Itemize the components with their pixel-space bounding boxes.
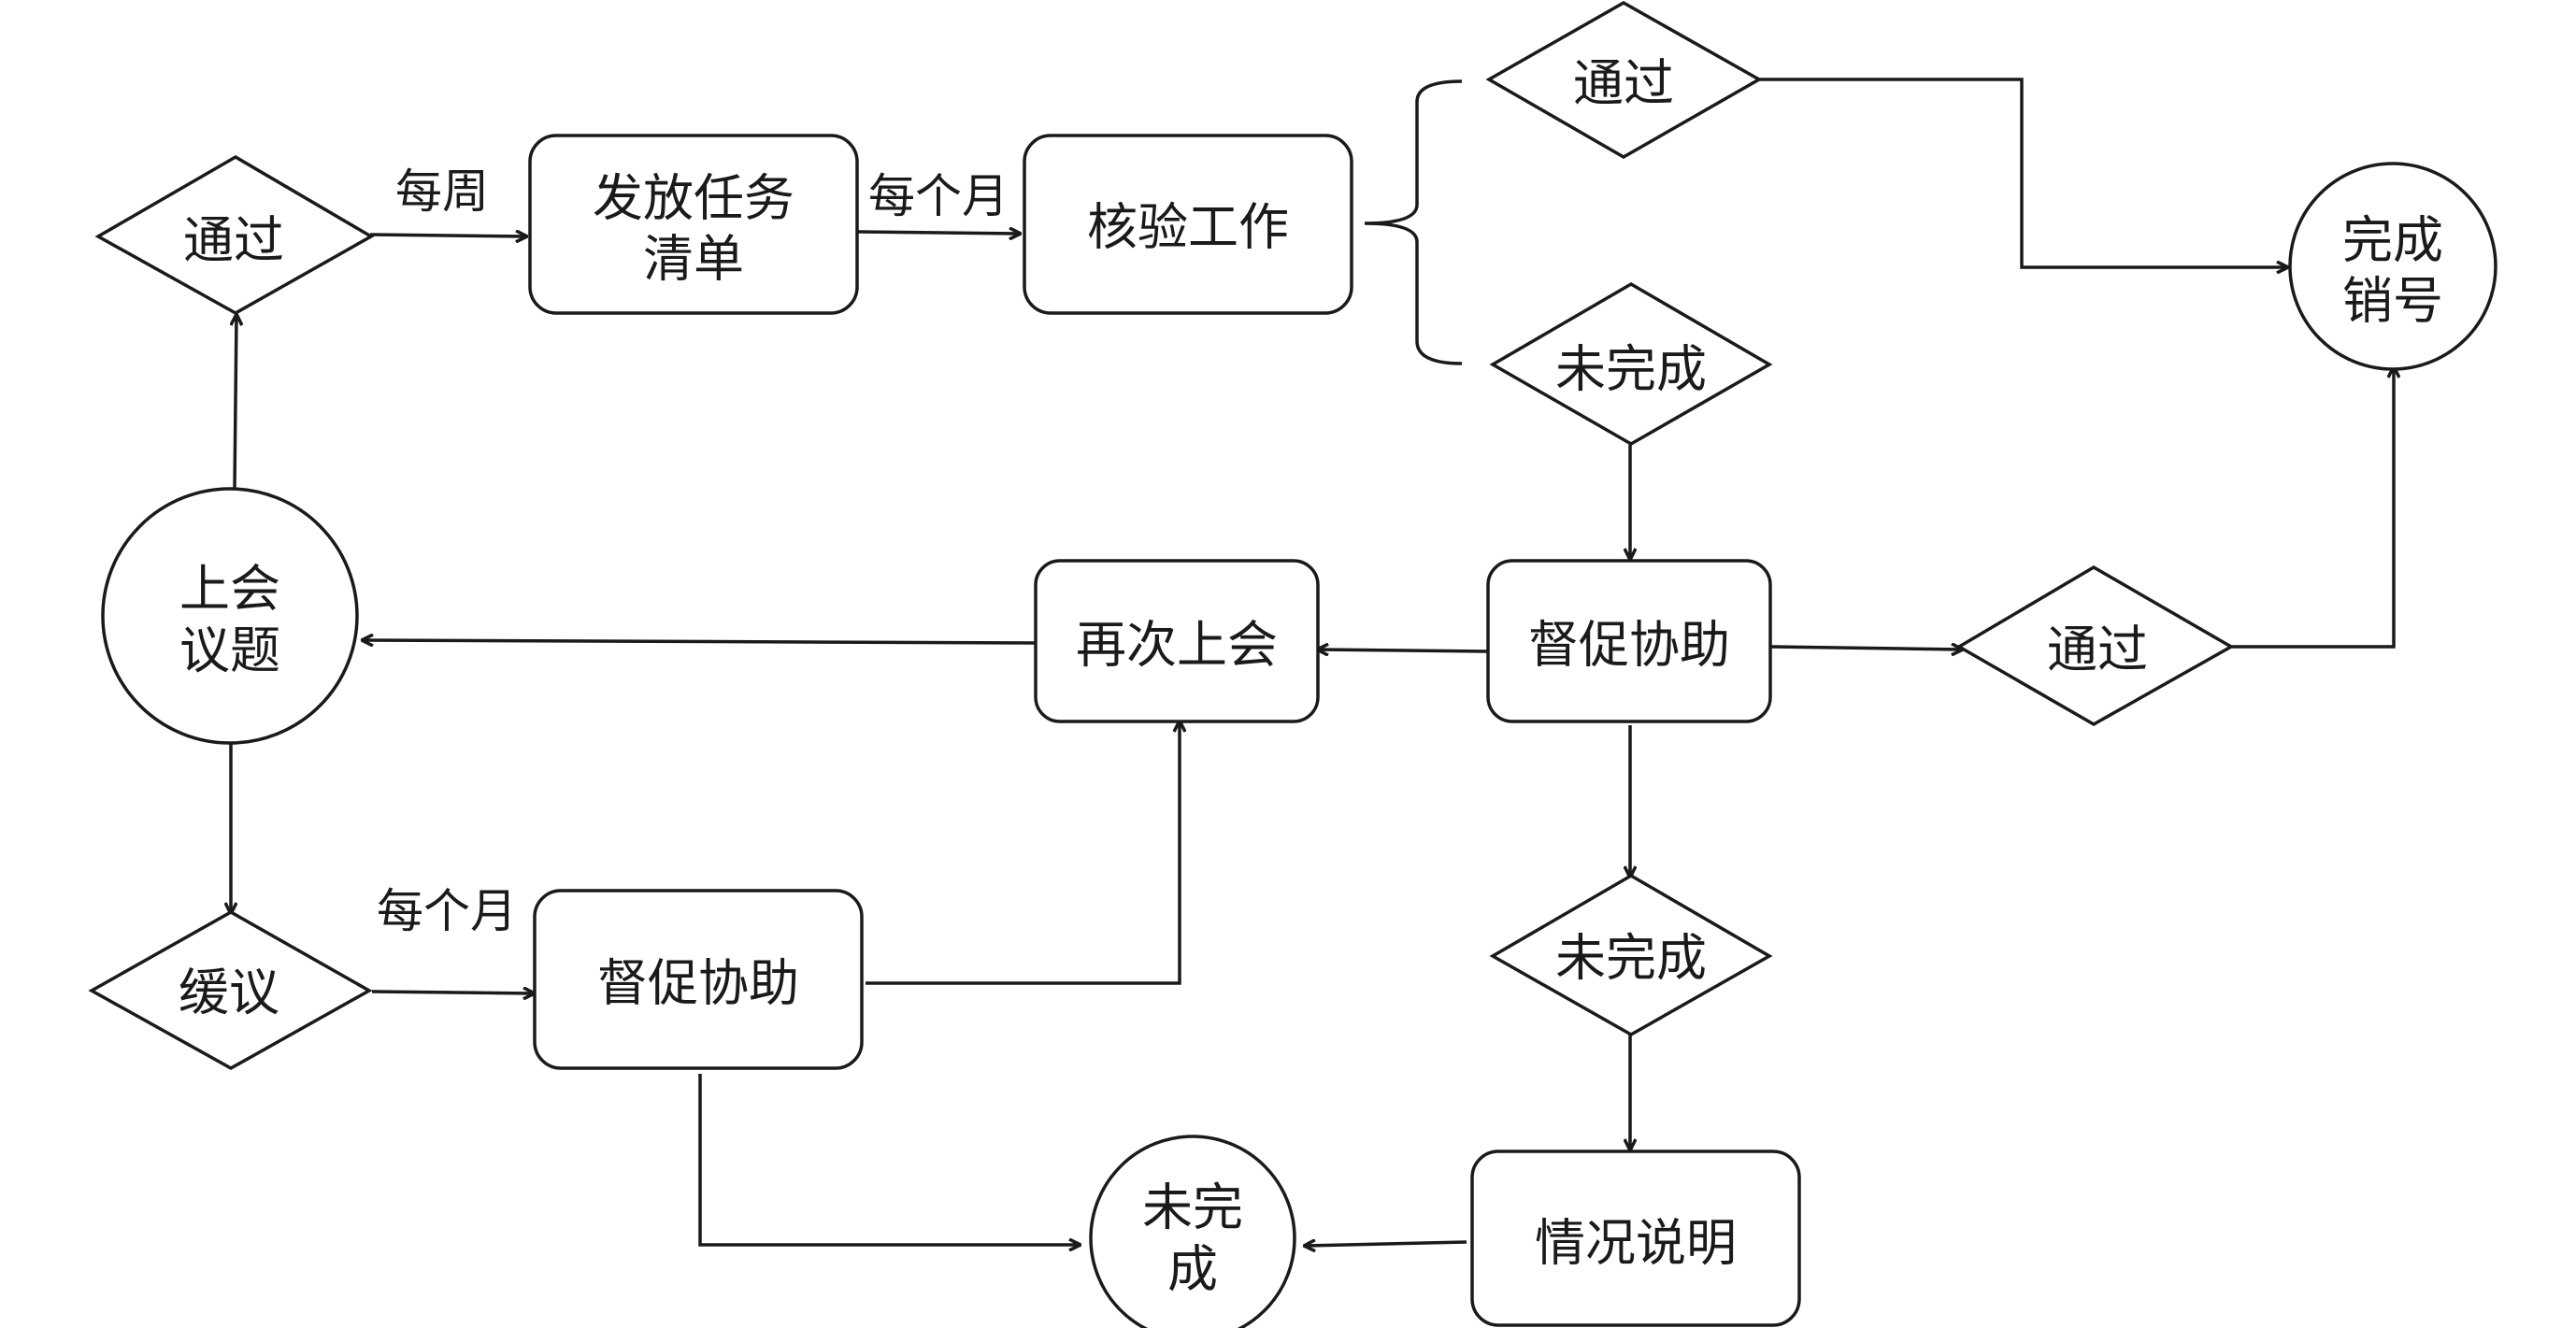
node-incomplete-final-line-1: 未完 — [1142, 1178, 1243, 1237]
node-supervise-assist-mid: 督促协助 — [1486, 559, 1772, 723]
node-supervise-assist-low-label: 督促协助 — [597, 954, 799, 1013]
node-verify-work-label: 核验工作 — [1087, 198, 1289, 257]
node-pass-right-label: 通过 — [2047, 621, 2148, 679]
node-complete-cancel-line-1: 完成 — [2342, 211, 2443, 270]
node-issue-task-list-line-2: 清单 — [643, 230, 744, 289]
node-agenda-line-2: 议题 — [179, 621, 280, 680]
node-supervise-assist-low: 督促协助 — [533, 889, 864, 1070]
edge-labels: 每周 每个月 每个月 — [377, 164, 1009, 938]
edge-supervise-assist-low-to-resubmit — [866, 721, 1180, 985]
node-resubmit-meeting-label: 再次上会 — [1076, 616, 1278, 675]
node-pass-top-label: 通过 — [1573, 54, 1674, 113]
edge-supervise-assist-low-to-incomplete-final — [698, 1074, 1080, 1245]
edge-pass-top-to-complete-cancel — [1757, 78, 2287, 267]
edge-verify-work-brace — [1364, 79, 1463, 365]
edge-label-weekly: 每周 — [395, 164, 489, 219]
node-pass-top-left-label: 通过 — [183, 211, 284, 270]
edge-pass-right-to-complete-cancel — [2231, 367, 2394, 649]
node-situation-report-label: 情况说明 — [1535, 1214, 1737, 1273]
node-agenda-line-1: 上会 — [179, 560, 280, 619]
node-agenda: 上会 议题 — [101, 487, 359, 745]
node-pass-top-left: 通过 — [94, 154, 375, 316]
node-postpone-label: 缓议 — [179, 964, 279, 1022]
node-pass-top: 通过 — [1485, 0, 1763, 160]
node-incomplete-mid: 未完成 — [1489, 873, 1773, 1037]
node-resubmit-meeting: 再次上会 — [1034, 559, 1320, 723]
edge-agenda-to-pass — [235, 315, 236, 489]
node-situation-report: 情况说明 — [1470, 1150, 1801, 1327]
edge-supervise-assist-to-resubmit — [1318, 650, 1489, 651]
edge-postpone-to-supervise-assist-low — [371, 992, 534, 993]
node-incomplete-top-label: 未完成 — [1555, 340, 1707, 399]
edges — [231, 78, 2394, 1246]
node-supervise-assist-mid-label: 督促协助 — [1528, 616, 1730, 675]
node-verify-work: 核验工作 — [1023, 134, 1353, 315]
edge-situation-report-to-incomplete-final — [1305, 1242, 1467, 1246]
node-complete-cancel-line-2: 销号 — [2342, 272, 2443, 331]
edge-issue-task-list-to-verify-work — [857, 232, 1020, 234]
node-postpone: 缓议 — [88, 909, 373, 1071]
edge-pass-to-issue-task-list — [369, 235, 526, 236]
edge-resubmit-to-agenda — [363, 640, 1038, 643]
edge-supervise-assist-to-pass-right — [1770, 647, 1962, 650]
edge-label-monthly-bottom: 每个月 — [377, 884, 517, 938]
edge-label-monthly-top: 每个月 — [868, 169, 1009, 223]
node-incomplete-top: 未完成 — [1489, 281, 1773, 447]
node-incomplete-final: 未完 成 — [1089, 1135, 1296, 1328]
node-incomplete-mid-label: 未完成 — [1555, 929, 1707, 988]
node-complete-cancel: 完成 销号 — [2288, 162, 2497, 371]
node-issue-task-list-line-1: 发放任务 — [593, 169, 794, 228]
node-pass-right: 通过 — [1955, 564, 2235, 727]
node-incomplete-final-line-2: 成 — [1167, 1240, 1218, 1299]
node-issue-task-list: 发放任务 清单 — [528, 134, 859, 315]
